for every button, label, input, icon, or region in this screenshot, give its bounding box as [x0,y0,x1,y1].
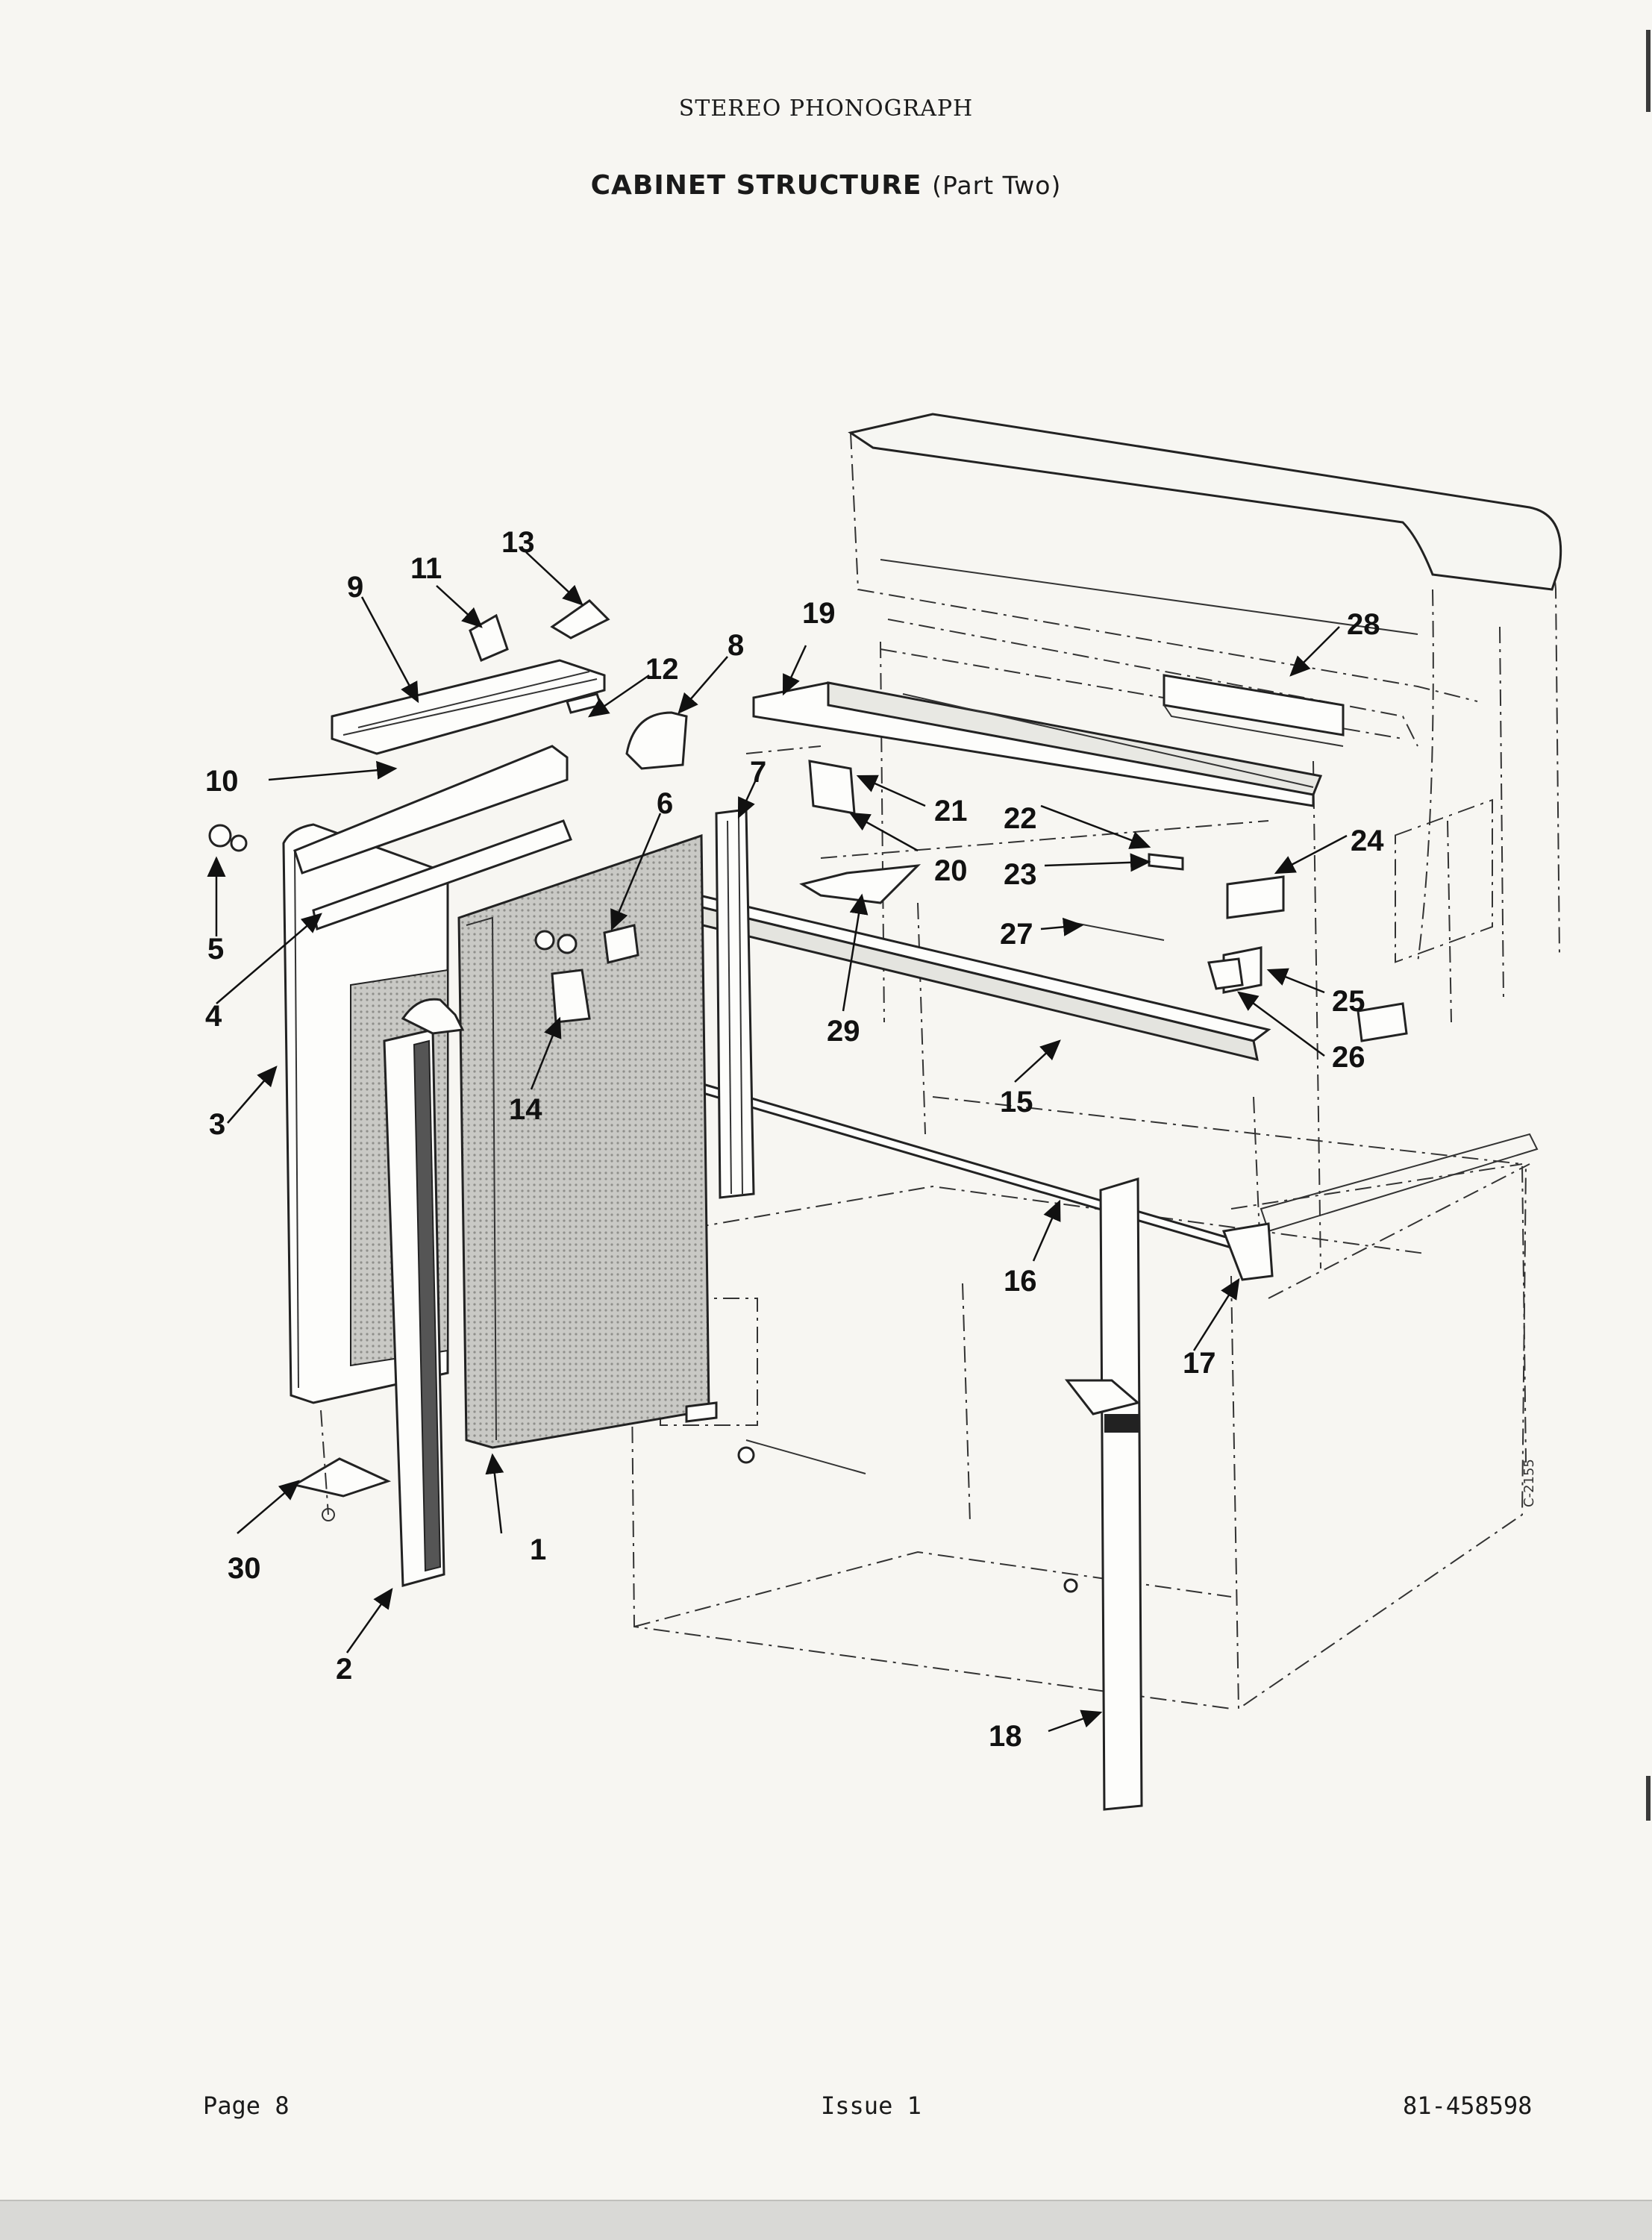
callout-21: 21 [934,795,968,828]
callout-5: 5 [207,933,224,966]
page-number: Page 8 [203,2092,290,2120]
callout-25: 25 [1332,985,1365,1018]
callout-24: 24 [1351,825,1384,857]
callout-8: 8 [728,629,744,662]
callout-30: 30 [228,1552,261,1585]
callout-14: 14 [509,1093,542,1126]
part-8-corner [625,711,688,770]
callout-6: 6 [657,787,673,820]
document-number: 81-458598 [1403,2092,1533,2120]
callout-23: 23 [1004,858,1037,891]
issue-label: Issue 1 [821,2092,922,2120]
callout-2: 2 [336,1653,352,1686]
callout-26: 26 [1332,1041,1365,1074]
callout-labels: 1 2 3 4 5 6 7 8 9 10 11 12 13 14 15 16 1… [205,526,1384,1753]
callout-10: 10 [205,765,239,798]
page-title: CABINET STRUCTURE (Part Two) [0,170,1652,201]
small-hardware [208,692,1078,1593]
part-30-foot [291,1410,392,1521]
part-15-bar [649,886,1271,1062]
leader-lines [207,551,1348,1733]
part-2-channel [383,998,465,1587]
title-text: CABINET STRUCTURE [590,170,922,201]
callout-17: 17 [1183,1347,1216,1380]
scan-bottom-band [0,2200,1652,2240]
scan-edge-mark [1646,1776,1651,1821]
callout-27: 27 [1000,918,1033,951]
figure-code: C-2155 [1521,1459,1537,1507]
callout-13: 13 [501,526,535,559]
callout-29: 29 [827,1015,860,1048]
part-18-post [1064,1177,1143,1811]
callout-15: 15 [1000,1086,1033,1119]
callout-4: 4 [205,1000,222,1033]
title-subtitle: (Part Two) [932,171,1062,200]
cabinet-outline [630,413,1562,1710]
callout-16: 16 [1004,1265,1037,1298]
callout-3: 3 [209,1108,225,1141]
callout-19: 19 [802,597,836,630]
part-1-board [457,833,710,1449]
product-heading: STEREO PHONOGRAPH [678,96,974,122]
callout-7: 7 [750,756,766,789]
scan-edge-mark [1646,30,1651,112]
callout-28: 28 [1347,608,1380,641]
callout-22: 22 [1004,802,1037,835]
part-19-strip [752,681,1323,807]
part-17-bracket [1221,1222,1274,1281]
callout-12: 12 [645,653,679,686]
callout-9: 9 [347,571,363,604]
callout-20: 20 [934,854,968,887]
part-11-13-brackets [469,599,610,662]
part-28-rail [1163,674,1345,747]
part-7-post [715,808,755,1199]
hardware-parts [799,760,1408,1042]
part-9-plate [331,659,606,755]
callout-11: 11 [410,552,442,585]
callout-1: 1 [530,1533,546,1566]
callout-18: 18 [989,1720,1022,1753]
